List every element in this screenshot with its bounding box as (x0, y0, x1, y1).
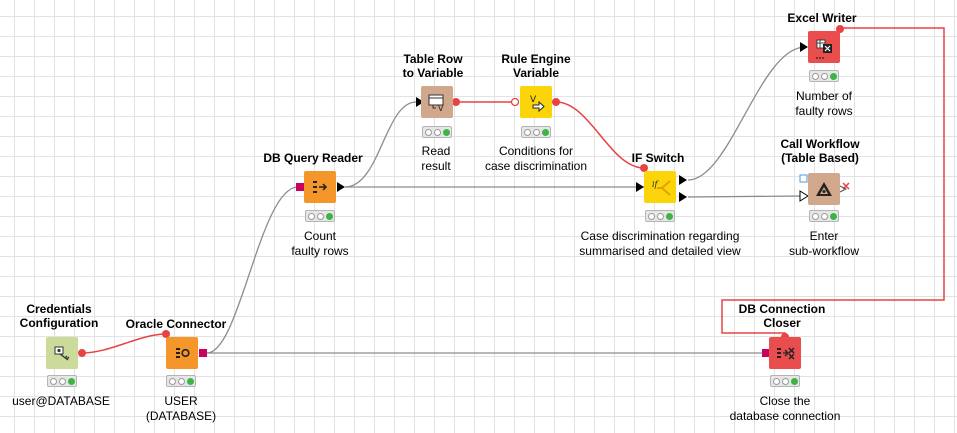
flow-rule-engine-to-if-switch[interactable] (555, 101, 645, 169)
call-workflow-node-description[interactable]: Enter sub-workflow (788, 229, 860, 258)
closer-node-description[interactable]: Close the database connection (729, 394, 841, 423)
oracle-node-description[interactable]: USER (DATABASE) (145, 394, 217, 423)
db-connection-closer-node[interactable] (769, 337, 801, 369)
call-workflow-node[interactable] (808, 173, 840, 205)
rule-engine-variable-node[interactable]: V (520, 86, 552, 118)
table-row-data-in-port[interactable] (416, 97, 424, 107)
svg-text:V: V (438, 104, 444, 113)
call-workflow-icon (816, 182, 832, 196)
if-switch-data-in-port[interactable] (636, 182, 644, 192)
excel-writer-node[interactable] (808, 31, 840, 63)
flow-variable-connections (81, 27, 945, 354)
connection-closer-icon (777, 347, 795, 360)
oracle-flow-in-port[interactable] (162, 330, 170, 338)
rule-engine-node-title: Rule Engine Variable (501, 52, 571, 80)
excel-writer-node-title: Excel Writer (787, 11, 857, 25)
oracle-db-out-port[interactable] (199, 349, 207, 357)
if-switch-node-title: IF Switch (631, 151, 685, 165)
call-workflow-status (809, 210, 839, 222)
call-workflow-node-title: Call Workflow (Table Based) (780, 137, 860, 165)
svg-text:V: V (530, 95, 537, 105)
if-switch-status (645, 210, 675, 222)
oracle-node-title: Oracle Connector (125, 317, 227, 331)
key-icon (54, 346, 70, 361)
table-to-variable-icon: V (428, 94, 444, 113)
credentials-flow-out-port[interactable] (78, 349, 86, 357)
call-workflow-data-in-port[interactable] (799, 190, 809, 202)
query-reader-icon (313, 181, 328, 193)
closer-status (770, 375, 800, 387)
rule-engine-icon: V (530, 95, 545, 113)
closer-node-title: DB Connection Closer (738, 302, 826, 330)
if-switch-flow-in-port[interactable] (640, 164, 648, 172)
data-connections (206, 46, 806, 354)
credentials-status (47, 375, 77, 387)
closer-db-in-port[interactable] (762, 349, 770, 357)
if-switch-node[interactable]: if (644, 171, 676, 203)
table-row-to-variable-node[interactable]: V (421, 86, 453, 118)
oracle-connector-node[interactable] (166, 337, 198, 369)
query-reader-node-title: DB Query Reader (263, 151, 363, 165)
excel-writer-status (809, 70, 839, 82)
db-query-reader-node[interactable] (304, 171, 336, 203)
rule-engine-flow-in-port[interactable] (510, 97, 520, 107)
call-workflow-flow-in-port[interactable] (799, 174, 808, 183)
credentials-configuration-node[interactable] (46, 337, 78, 369)
rule-engine-status (521, 126, 551, 138)
credentials-node-description[interactable]: user@DATABASE (12, 394, 110, 408)
query-reader-data-out-port[interactable] (337, 182, 345, 192)
rule-engine-node-description[interactable]: Conditions for case discrimination (484, 144, 588, 173)
if-switch-icon: if (652, 180, 671, 196)
database-connector-icon (176, 348, 190, 358)
flow-credentials-to-oracle[interactable] (81, 333, 167, 354)
query-reader-db-in-port[interactable] (296, 183, 304, 191)
excel-writer-data-in-port[interactable] (800, 42, 808, 52)
if-switch-bottom-out-port[interactable] (679, 192, 687, 202)
query-reader-status (305, 210, 335, 222)
oracle-status (166, 375, 196, 387)
rule-engine-flow-out-port[interactable] (552, 98, 560, 106)
connection-query-reader-to-table-row[interactable] (344, 101, 417, 188)
svg-text:if: if (652, 180, 660, 189)
query-reader-node-description[interactable]: Count faulty rows (291, 229, 349, 258)
if-switch-node-description[interactable]: Case discrimination regarding summarised… (579, 229, 741, 258)
connection-if-switch-to-excel-writer[interactable] (687, 46, 806, 181)
connection-oracle-to-query-reader[interactable] (206, 186, 299, 354)
table-row-flow-out-port[interactable] (452, 98, 460, 106)
call-workflow-out-arrow (839, 185, 848, 193)
if-switch-top-out-port[interactable] (679, 175, 687, 185)
table-row-status (422, 126, 452, 138)
credentials-node-title: Credentials Configuration (19, 302, 99, 330)
excel-writer-icon (816, 39, 832, 59)
flow-excel-writer-to-closer[interactable] (721, 27, 945, 337)
table-row-node-title: Table Row to Variable (402, 52, 464, 80)
connection-if-switch-to-call-workflow[interactable] (687, 195, 801, 198)
table-row-node-description[interactable]: Read result (421, 144, 451, 173)
excel-writer-node-description[interactable]: Number of faulty rows (795, 89, 853, 118)
